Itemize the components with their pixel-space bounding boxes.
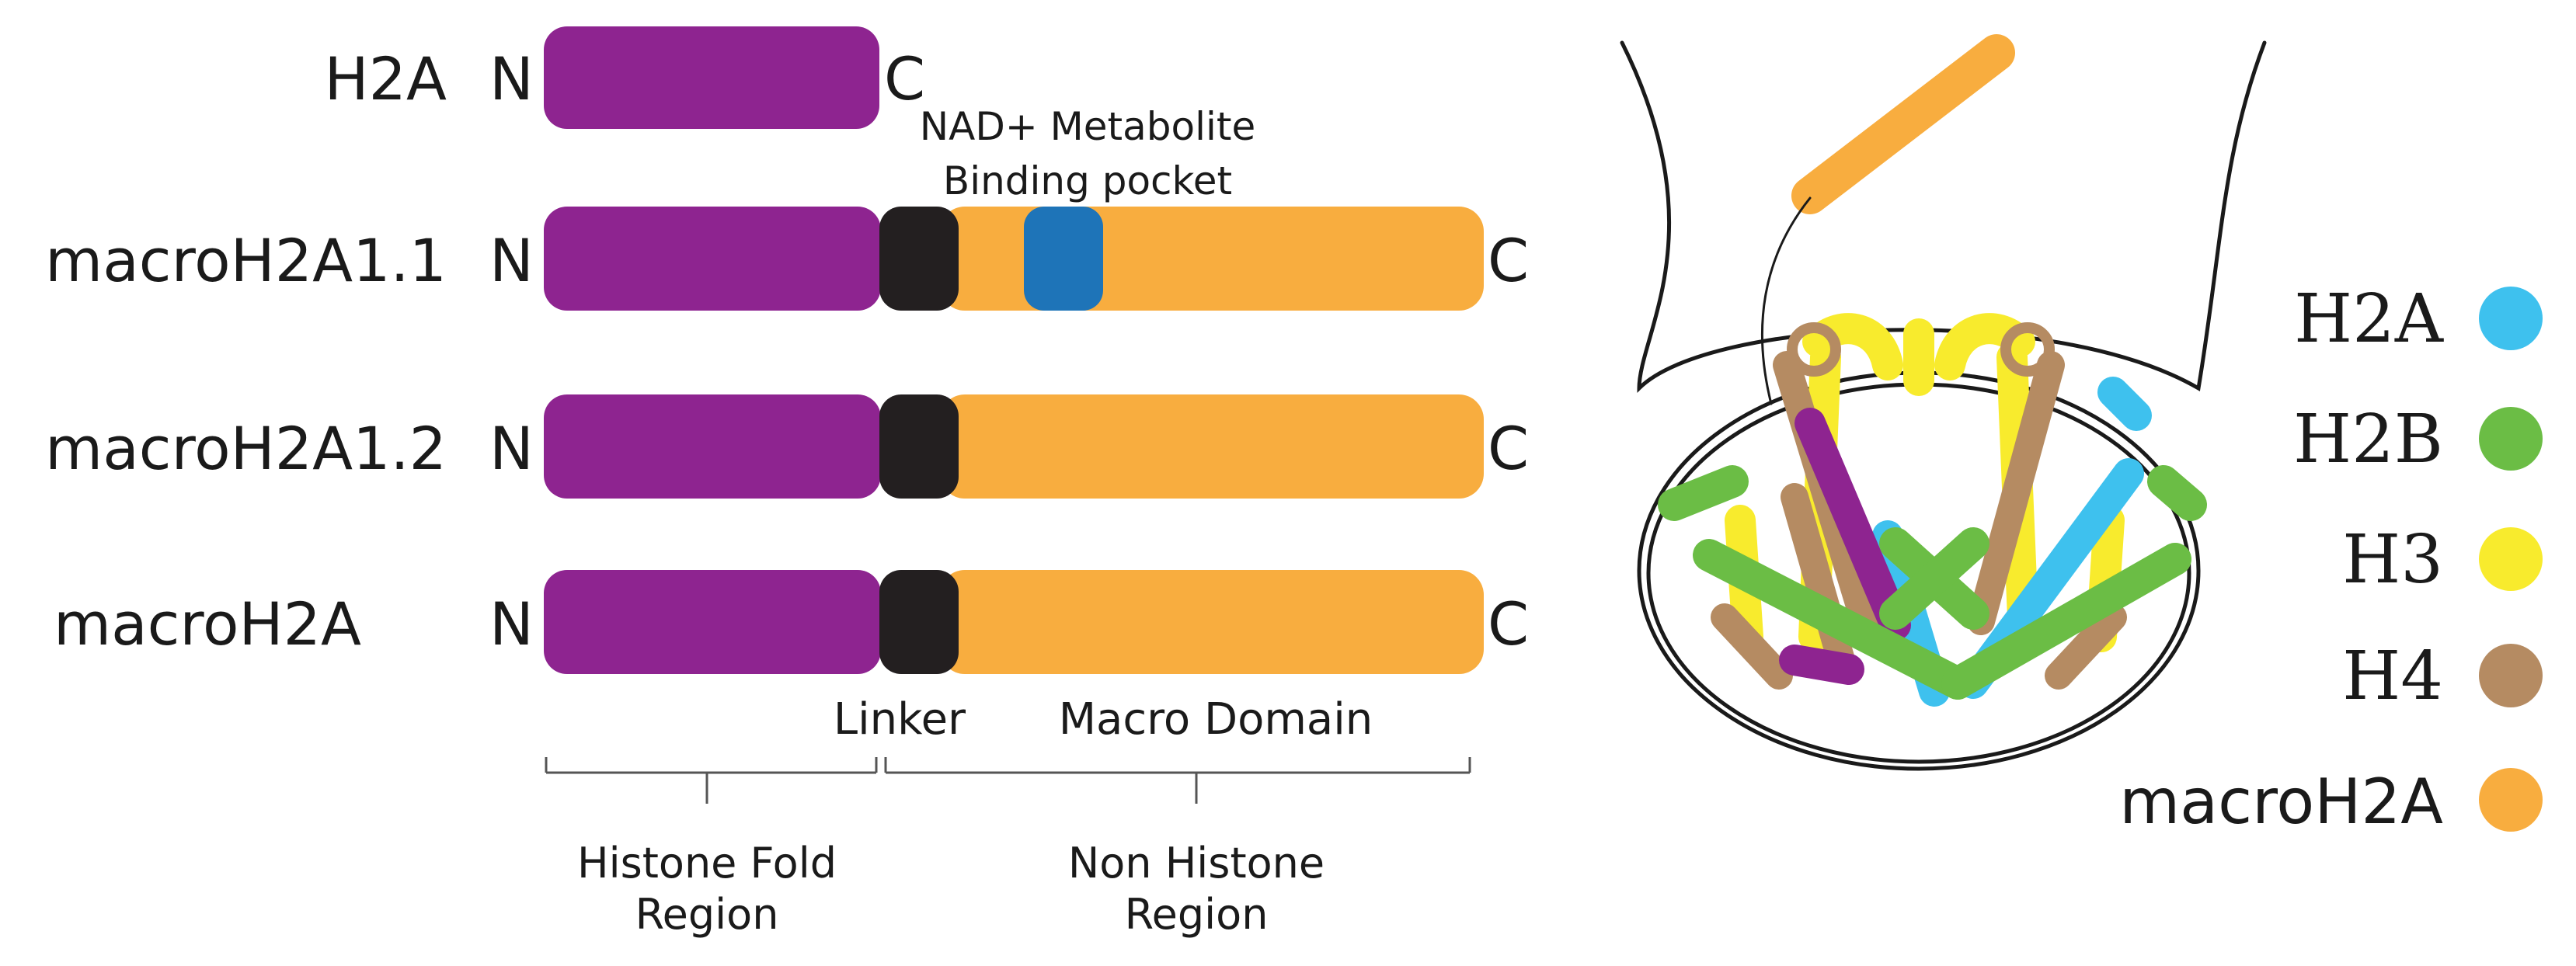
c-terminus-label: C (1488, 589, 1529, 658)
binding-pocket-label-line2: Binding pocket (943, 158, 1232, 203)
macro-domain (940, 394, 1484, 499)
legend-item-h4: H4 (2342, 638, 2543, 715)
protein-row-macroh2a1-2: macroH2A1.2 N C (45, 394, 1529, 499)
n-terminus-label: N (489, 44, 534, 113)
histone-fold-domain (544, 207, 881, 311)
domain-architecture: H2A N C NAD+ Metabolite Binding pocket m… (45, 26, 1529, 939)
macro-domain-helix (1791, 34, 2015, 214)
protein-name-label: macroH2A (54, 589, 361, 658)
legend-label: H2A (2294, 280, 2444, 358)
n-terminus-label: N (489, 226, 534, 295)
histone-fold-domain (544, 394, 881, 499)
c-terminus-label: C (884, 44, 925, 113)
h3-color-dot (2479, 527, 2543, 591)
protein-row-macroh2a: macroH2A N C (54, 570, 1529, 674)
macro-domain (940, 570, 1484, 674)
non-histone-region-label-line1: Non Histone (1068, 839, 1325, 888)
linker-domain (879, 207, 959, 311)
h2b-color-dot (2479, 407, 2543, 471)
binding-pocket (1024, 207, 1103, 311)
h2b-helices (1658, 465, 2207, 700)
macro-domain (940, 207, 1484, 311)
legend-label: H3 (2342, 521, 2443, 599)
n-terminus-label: N (489, 589, 534, 658)
protein-name-label: macroH2A1.2 (45, 414, 447, 483)
linker-label: Linker (834, 694, 966, 745)
h2a-color-dot (2479, 287, 2543, 350)
legend-item-h2b: H2B (2293, 401, 2543, 478)
legend-item-h3: H3 (2342, 521, 2543, 599)
binding-pocket-label-line1: NAD+ Metabolite (920, 104, 1256, 149)
protein-name-label: macroH2A1.1 (45, 226, 447, 295)
c-terminus-label: C (1488, 226, 1529, 295)
histone-fold-domain (544, 570, 881, 674)
legend-label: H4 (2342, 638, 2443, 715)
h4-color-dot (2479, 644, 2543, 707)
n-terminus-label: N (489, 414, 534, 483)
linker-domain (879, 394, 959, 499)
c-terminus-label: C (1488, 414, 1529, 483)
linker-domain (879, 570, 959, 674)
legend: H2A H2B H3 H4 macroH2A (2119, 280, 2543, 838)
legend-item-macroh2a: macroH2A (2119, 766, 2543, 838)
macroh2a-color-dot (2479, 768, 2543, 832)
non-histone-bracket (884, 757, 1471, 804)
legend-label: H2B (2293, 401, 2443, 478)
macro-linker-tether (1761, 196, 1812, 405)
nucleosome-diagram (1620, 34, 2267, 771)
non-histone-region-label-line2: Region (1125, 890, 1269, 939)
histone-fold-region-label-line1: Histone Fold (577, 839, 837, 888)
histone-fold-bracket (545, 757, 878, 804)
histone-fold-region-label-line2: Region (635, 890, 779, 939)
protein-name-label: H2A (325, 44, 447, 113)
macroh2a-fold-helices (1779, 408, 1911, 685)
histone-fold-domain (544, 26, 879, 129)
protein-row-macroh2a1-1: macroH2A1.1 N C (45, 207, 1529, 311)
macro-domain-label: Macro Domain (1059, 694, 1373, 745)
protein-row-h2a: H2A N C (325, 26, 925, 129)
legend-item-h2a: H2A (2294, 280, 2543, 358)
legend-label: macroH2A (2119, 766, 2443, 838)
